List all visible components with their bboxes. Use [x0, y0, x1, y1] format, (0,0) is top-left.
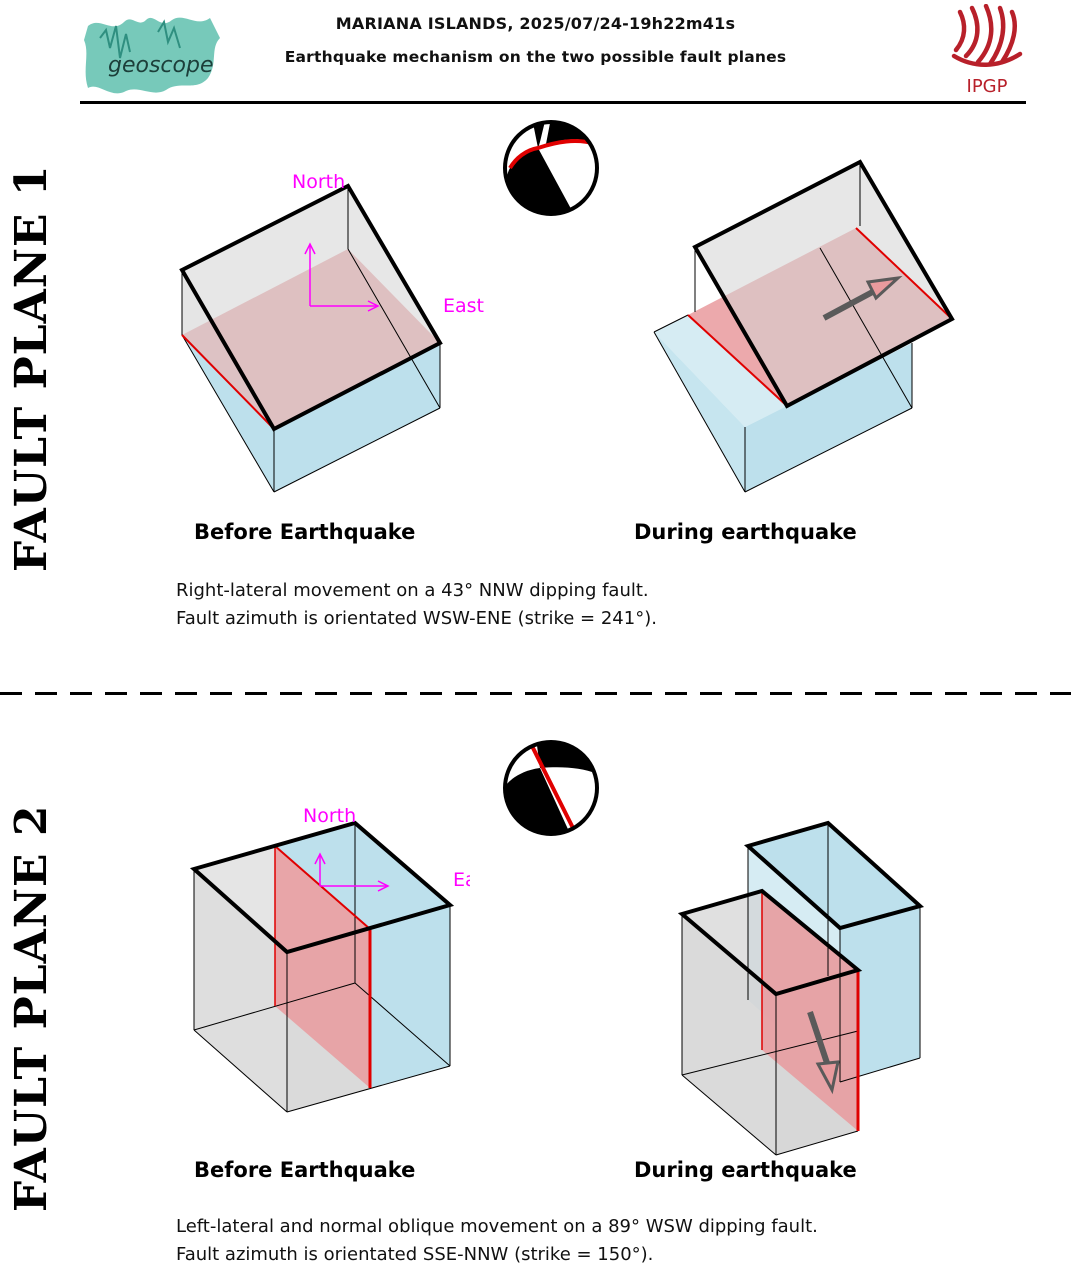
slip-arrow-1 [822, 275, 903, 321]
slip-arrow-2 [807, 1011, 840, 1095]
orientation-axes-1 [304, 242, 380, 312]
geoscope-logo-text: geoscope [108, 53, 213, 78]
ipgp-logo-text: IPGP [967, 76, 1008, 97]
block-diagram-2-before: North East [189, 805, 470, 1113]
description-1-line2: Fault azimuth is orientated WSW-ENE (str… [176, 608, 657, 629]
page-title: MARIANA ISLANDS, 2025/07/24-19h22m41s [335, 14, 736, 33]
fault-plane-2-label: FAULT PLANE 2 [6, 804, 57, 1212]
ipgp-logo: IPGP [951, 4, 1023, 97]
block-diagram-1-before: North East [179, 171, 484, 493]
page-subtitle: Earthquake mechanism on the two possible… [284, 48, 787, 66]
description-2-line2: Fault azimuth is orientated SSE-NNW (str… [176, 1244, 654, 1265]
header-rule [80, 101, 1026, 104]
east-label-2: East [453, 869, 470, 891]
east-label-1: East [443, 295, 484, 317]
block-diagram-2-during [677, 820, 925, 1156]
before-caption-1: Before Earthquake [194, 520, 416, 544]
description-1-line1: Right-lateral movement on a 43° NNW dipp… [176, 580, 649, 601]
block-diagram-1-during [653, 159, 955, 493]
beachball-2 [503, 740, 599, 836]
north-label-2: North [303, 805, 356, 827]
during-caption-2: During earthquake [634, 1158, 857, 1182]
section-separator [0, 692, 1071, 695]
during-caption-1: During earthquake [634, 520, 857, 544]
orientation-axes-2 [314, 852, 390, 892]
description-2-line1: Left-lateral and normal oblique movement… [176, 1216, 818, 1237]
fault-plane-1-label: FAULT PLANE 1 [6, 164, 57, 572]
before-caption-2: Before Earthquake [194, 1158, 416, 1182]
geoscope-logo: geoscope [84, 17, 220, 94]
beachball-1 [503, 120, 599, 216]
north-label-1: North [292, 171, 345, 193]
